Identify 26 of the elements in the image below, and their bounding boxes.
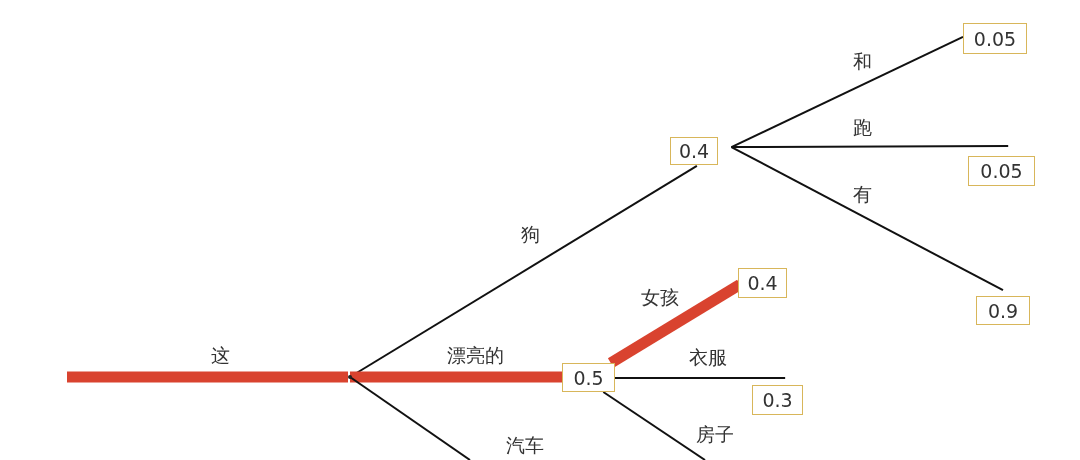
edge-label: 衣服 — [689, 345, 727, 370]
probability-box: 0.3 — [752, 385, 803, 415]
probability-box: 0.4 — [738, 268, 787, 298]
tree-branch — [614, 377, 787, 380]
probability-box: 0.4 — [670, 137, 718, 165]
probability-box: 0.05 — [963, 23, 1027, 54]
probability-box: 0.5 — [562, 363, 615, 392]
probability-box: 0.9 — [976, 296, 1030, 325]
tree-branch — [730, 35, 964, 149]
edge-label: 跑 — [852, 115, 872, 140]
edge-label: 这 — [210, 343, 230, 368]
probability-box: 0.05 — [968, 156, 1035, 186]
tree-branch — [67, 371, 348, 383]
tree-branch — [350, 371, 562, 383]
tree-branch — [730, 145, 1010, 149]
edge-label: 狗 — [520, 222, 540, 247]
tree-branch — [349, 376, 471, 460]
branch-point — [348, 375, 352, 379]
edge-label: 汽车 — [506, 433, 544, 458]
edge-label: 漂亮的 — [446, 343, 504, 368]
tree-branch — [730, 146, 1004, 292]
edge-label: 有 — [852, 182, 872, 207]
edge-label: 女孩 — [641, 285, 679, 310]
tree-branch — [602, 391, 706, 460]
edge-label: 房子 — [696, 422, 734, 447]
edge-label: 和 — [852, 49, 872, 74]
